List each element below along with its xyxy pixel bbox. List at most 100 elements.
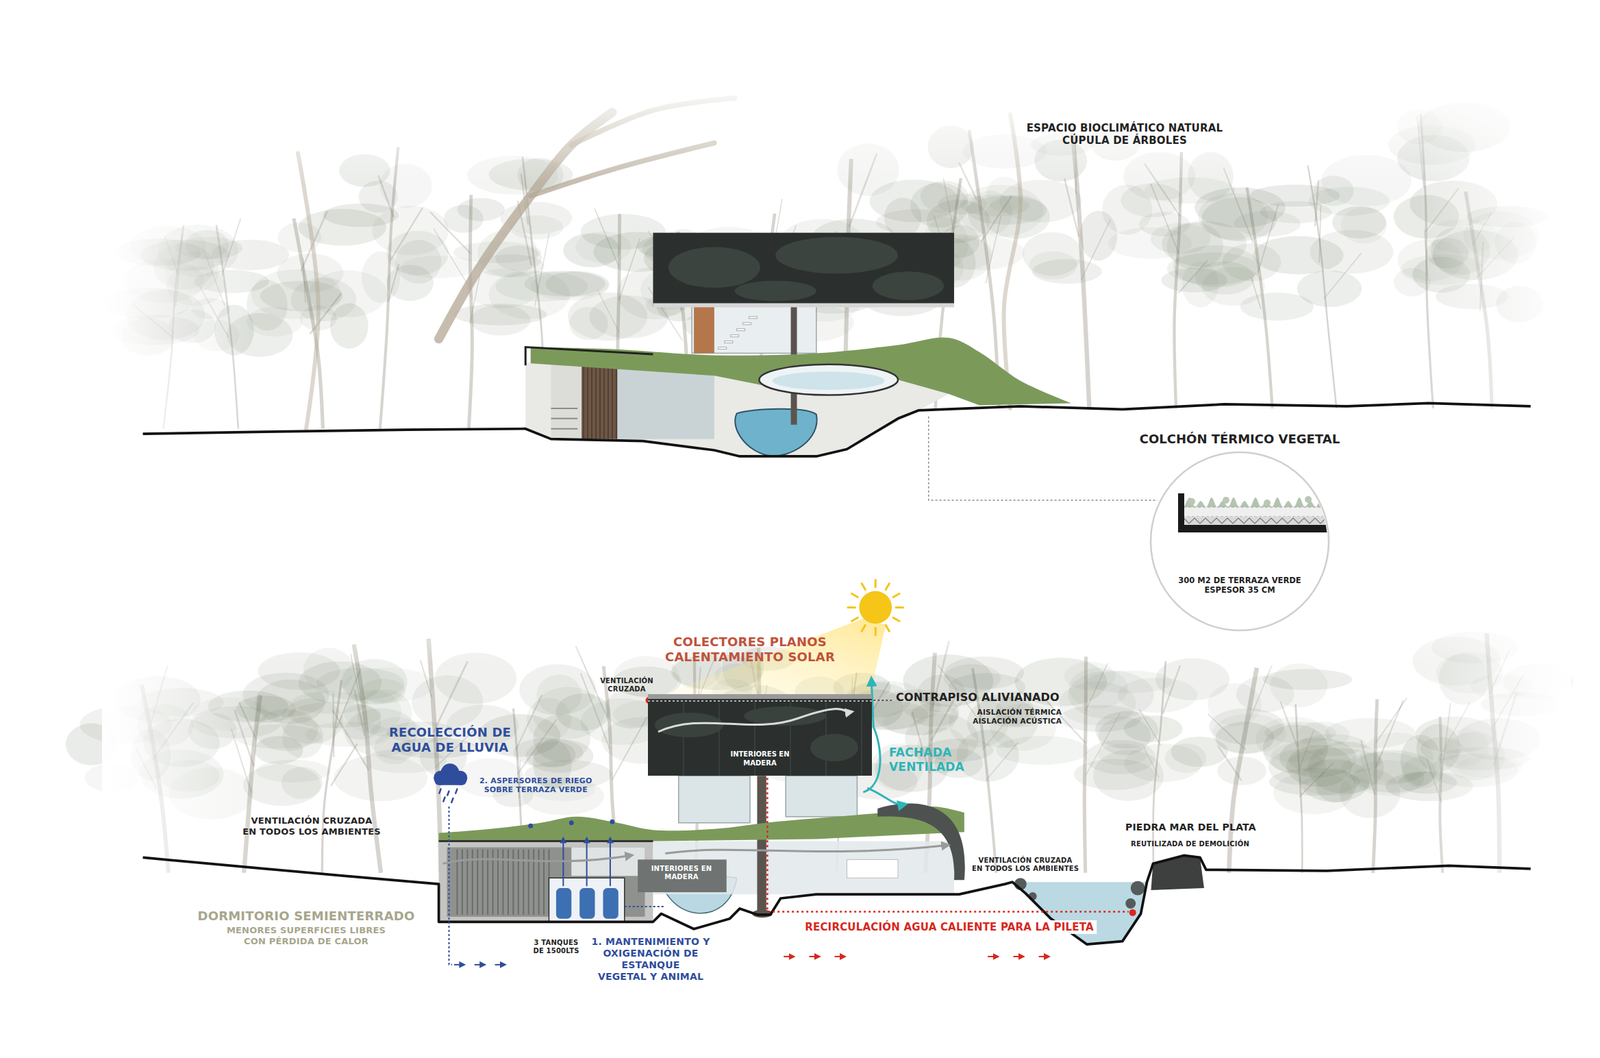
tree-canopy: [1332, 206, 1387, 239]
sprinkler: [569, 819, 574, 825]
annotation-label: RECIRCULACIÓN AGUA CALIENTE PARA LA PILE…: [802, 919, 1097, 934]
annotation-label: 2. ASPERSORES DE RIEGO SOBRE TERRAZA VER…: [479, 776, 593, 795]
furniture: [847, 858, 898, 878]
fog: [102, 571, 255, 898]
rain-cloud: [433, 763, 468, 803]
sun-ray: [851, 593, 858, 597]
text-line: VENTILACIÓN CRUZADA: [971, 856, 1079, 865]
tree-canopy: [519, 663, 596, 715]
text-line: ESTANQUE: [591, 958, 711, 971]
sun-ray: [874, 579, 877, 587]
wood-panel: [693, 306, 715, 354]
label-holder: VENTILACIÓN CRUZADA: [600, 676, 654, 694]
volume-soffit: [652, 302, 954, 307]
slab-edge: [525, 347, 653, 366]
label-holder: REUTILIZADA DE DEMOLICIÓN: [1130, 839, 1250, 848]
label-holder: 2. ASPERSORES DE RIEGO SOBRE TERRAZA VER…: [479, 776, 593, 795]
rock: [1130, 880, 1146, 896]
sprinkler: [609, 819, 615, 824]
wood-slat: [517, 849, 520, 915]
text-line: FACHADA: [889, 745, 965, 760]
sprinkler: [528, 823, 533, 829]
tree-canopy: [1022, 232, 1083, 277]
node-caption: 300 M2 DE TERRAZA VERDE ESPESOR 35 CM: [1118, 575, 1361, 596]
flow-arrow: [783, 955, 793, 957]
stair-step: [550, 417, 578, 420]
glazing: [678, 775, 750, 823]
fog: [102, 81, 1572, 184]
detail-outline: [1118, 430, 1361, 636]
text-line: VENTILACIÓN: [600, 676, 654, 685]
rock: [1125, 897, 1136, 909]
wood-slat: [528, 849, 530, 915]
bottom-section: [143, 775, 1531, 944]
cloud-base: [434, 775, 467, 785]
lower-block: [550, 363, 714, 439]
text-line: ESPACIO BIOCLIMÁTICO NATURAL: [1026, 121, 1224, 135]
text-line: 1. MANTENIMIENTO Y: [591, 935, 711, 948]
rain-drop: [455, 789, 457, 794]
rain-drop: [443, 797, 445, 802]
top-section: [143, 232, 1531, 500]
ventilation-arrow: [665, 845, 947, 854]
tree-canopy: [524, 270, 606, 297]
sun-ray: [861, 583, 866, 590]
ventilation-arrow: [658, 708, 851, 732]
cladding-slat: [582, 364, 585, 440]
text-line: 3 TANQUES: [532, 938, 579, 947]
interior-wall: [637, 858, 727, 892]
sun-ray: [847, 606, 855, 609]
stair-step: [550, 407, 578, 409]
text-line: INTERIORES EN: [651, 864, 713, 873]
rain-drop: [451, 797, 453, 803]
tree-canopy: [1093, 749, 1164, 801]
cladding-slat: [615, 364, 618, 440]
tree-canopy: [1296, 721, 1350, 748]
cladding-slat: [611, 364, 614, 440]
flow-arrow: [834, 955, 844, 957]
tree-canopy: [1067, 670, 1154, 720]
text-line: AGUA DE LLUVIA: [389, 739, 511, 755]
water-tank: [579, 887, 595, 919]
drainage-pattern: [1183, 517, 1359, 524]
text-line: AISLACIÓN TÉRMICA: [972, 707, 1062, 717]
ground-line: [143, 854, 1531, 944]
tree-canopy: [281, 766, 323, 799]
annotation-label: VENTILACIÓN CRUZADA: [600, 676, 654, 694]
annotation-label: VENTILACIÓN CRUZADA EN TODOS LOS AMBIENT…: [242, 815, 381, 837]
sprinkler-feed: [609, 839, 611, 887]
green-roof: [530, 337, 1072, 406]
sun-ray: [895, 606, 903, 609]
label-holder: PIEDRA MAR DEL PLATA: [1125, 821, 1257, 833]
plant: [1263, 499, 1271, 507]
sun-ray: [885, 583, 890, 590]
label-holder: RECIRCULACIÓN AGUA CALIENTE PARA LA PILE…: [802, 919, 1097, 934]
annotation-label: 1. MANTENIMIENTO Y OXIGENACIÓN DE ESTANQ…: [591, 935, 711, 983]
stair-step: [743, 322, 752, 325]
water-tank: [556, 887, 572, 919]
sun-ray: [893, 593, 900, 597]
ventilated-facade-arrow: [867, 787, 905, 805]
annotation-label: CONTRAPISO ALIVIANADO: [895, 690, 1060, 705]
cladding-slat: [603, 364, 605, 440]
text-line: CON PÉRDIDA DE CALOR: [226, 935, 386, 947]
text-line: VEGETAL Y ANIMAL: [591, 970, 711, 983]
hot-water-dot: [1129, 908, 1137, 916]
plant: [1222, 496, 1230, 504]
fog: [1418, 81, 1572, 449]
flow-arrow: [1039, 955, 1048, 957]
mullion: [825, 702, 827, 776]
text-line: CRUZADA: [600, 684, 654, 694]
label-holder: COLECTORES PLANOS CALENTAMIENTO SOLAR: [665, 634, 835, 665]
label-holder: FACHADA VENTILADA: [889, 745, 965, 774]
flow-arrow: [474, 963, 484, 966]
text-line: INTERIORES EN: [647, 750, 872, 759]
upper-volume: [652, 232, 954, 307]
mullion: [789, 702, 792, 776]
parapet: [1178, 493, 1185, 533]
sun-ray: [893, 617, 900, 621]
stair-step: [724, 341, 733, 344]
text-line: VENTILACIÓN CRUZADA: [242, 815, 381, 827]
tree-canopy: [1269, 663, 1328, 707]
text-line: CÚPULA DE ÁRBOLES: [1026, 134, 1224, 147]
